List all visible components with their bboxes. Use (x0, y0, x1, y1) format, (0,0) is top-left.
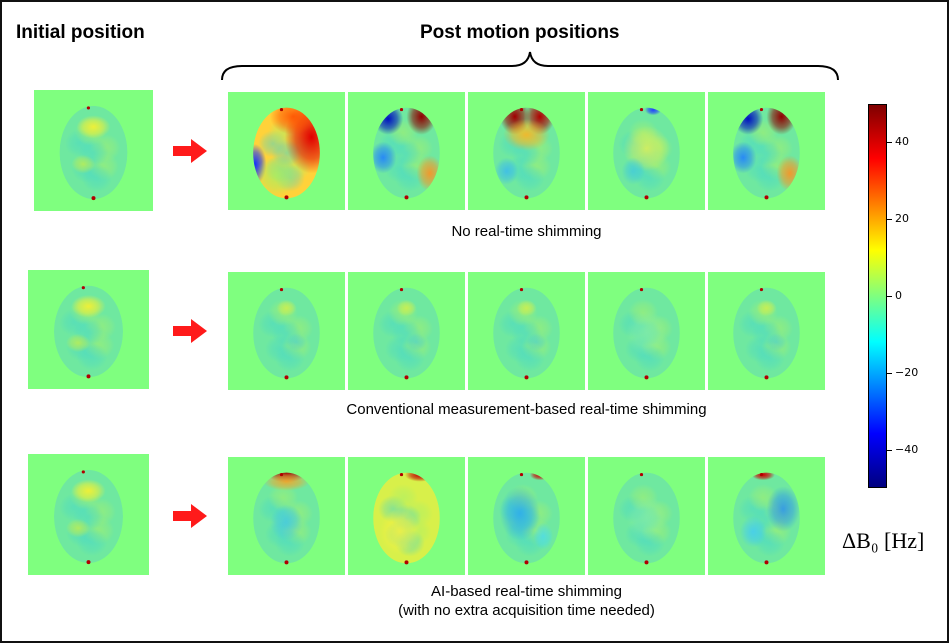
colorbar-tick-label: 40 (895, 135, 909, 148)
motion-arrow-icon (173, 504, 207, 528)
post-motion-map (588, 457, 705, 575)
initial-position-map (34, 90, 153, 211)
colorbar-tick (887, 219, 892, 220)
colorbar-tick-label: 0 (895, 289, 902, 302)
row-caption: Conventional measurement-based real-time… (346, 401, 707, 418)
post-motion-map (228, 272, 345, 390)
colorbar (868, 104, 887, 488)
post-motion-map (468, 92, 585, 210)
post-motion-map (708, 92, 825, 210)
post-motion-map (588, 272, 705, 390)
post-motion-map (228, 457, 345, 575)
initial-position-map (28, 270, 149, 389)
row-caption: No real-time shimming (451, 223, 602, 240)
post-motion-map (468, 457, 585, 575)
colorbar-tick (887, 142, 892, 143)
row-caption: (with no extra acquisition time needed) (398, 602, 655, 619)
colorbar-tick-label: −20 (895, 366, 919, 379)
row-caption: AI-based real-time shimming (431, 583, 622, 600)
colorbar-label: ΔB₀ [Hz] (842, 528, 925, 553)
post-motion-map (708, 457, 825, 575)
colorbar-tick (887, 373, 892, 374)
post-motion-map (348, 457, 465, 575)
motion-arrow-icon (173, 319, 207, 343)
post-motion-map (588, 92, 705, 210)
post-motion-map (348, 272, 465, 390)
post-motion-map (348, 92, 465, 210)
colorbar-tick-label: −40 (895, 443, 919, 456)
post-motion-map (708, 272, 825, 390)
motion-arrow-icon (173, 139, 207, 163)
colorbar-tick (887, 450, 892, 451)
initial-position-map (28, 454, 149, 575)
post-motion-heading: Post motion positions (420, 22, 620, 43)
colorbar-tick (887, 296, 892, 297)
initial-position-heading: Initial position (16, 22, 145, 43)
post-motion-map (228, 92, 345, 210)
post-motion-brace (221, 51, 839, 81)
colorbar-tick-label: 20 (895, 212, 909, 225)
post-motion-map (468, 272, 585, 390)
